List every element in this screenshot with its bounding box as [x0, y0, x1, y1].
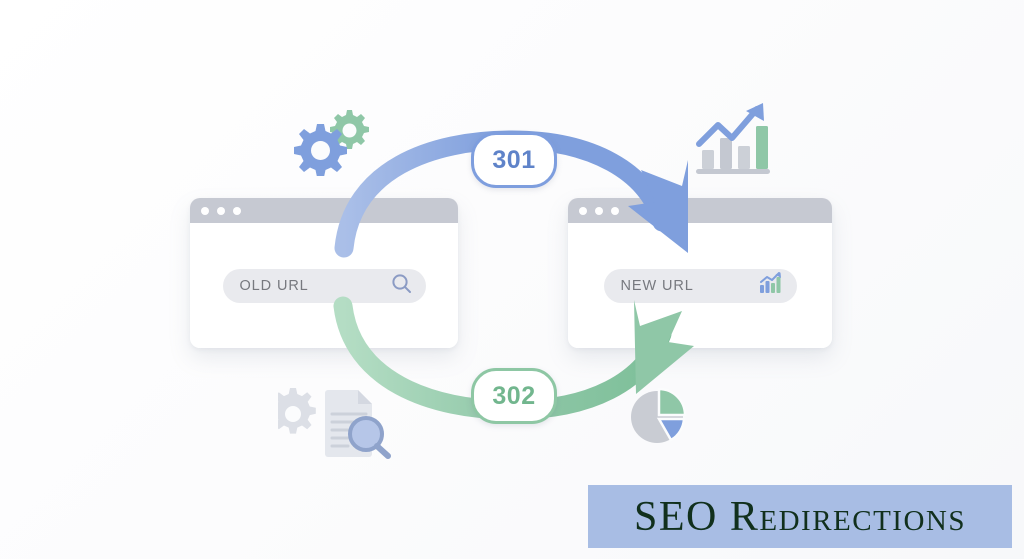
- gear-icon: [270, 388, 316, 434]
- old-url-text: OLD URL: [239, 277, 309, 294]
- status-badge-302: 302: [471, 368, 557, 424]
- old-url-browser[interactable]: OLD URL: [190, 198, 458, 348]
- search-icon[interactable]: [391, 273, 412, 299]
- title-banner: SEO Redirections: [588, 485, 1012, 548]
- status-badge-301: 301: [471, 132, 557, 188]
- window-dot-minimize[interactable]: [595, 206, 603, 215]
- document-search-icon: [270, 384, 394, 465]
- growth-chart-icon[interactable]: [759, 272, 783, 299]
- browser-titlebar: [568, 198, 832, 223]
- window-dot-close[interactable]: [579, 206, 587, 215]
- badge-301-label: 301: [492, 145, 536, 174]
- pie-chart-icon: [628, 387, 690, 451]
- new-url-input[interactable]: NEW URL: [603, 268, 797, 303]
- window-dot-minimize[interactable]: [217, 206, 225, 215]
- browser-titlebar: [190, 198, 458, 223]
- badge-302-label: 302: [492, 381, 536, 410]
- window-dot-maximize[interactable]: [233, 206, 241, 215]
- window-dot-maximize[interactable]: [611, 206, 619, 215]
- browser-content: OLD URL: [190, 223, 458, 348]
- browser-content: NEW URL: [568, 223, 832, 348]
- new-url-browser[interactable]: NEW URL: [568, 198, 832, 348]
- gears-icon: [292, 104, 378, 181]
- page-title: SEO Redirections: [634, 493, 966, 540]
- new-url-text: NEW URL: [620, 277, 694, 294]
- window-dot-close[interactable]: [201, 206, 209, 215]
- old-url-input[interactable]: OLD URL: [222, 268, 426, 303]
- growth-chart-icon: [694, 98, 772, 185]
